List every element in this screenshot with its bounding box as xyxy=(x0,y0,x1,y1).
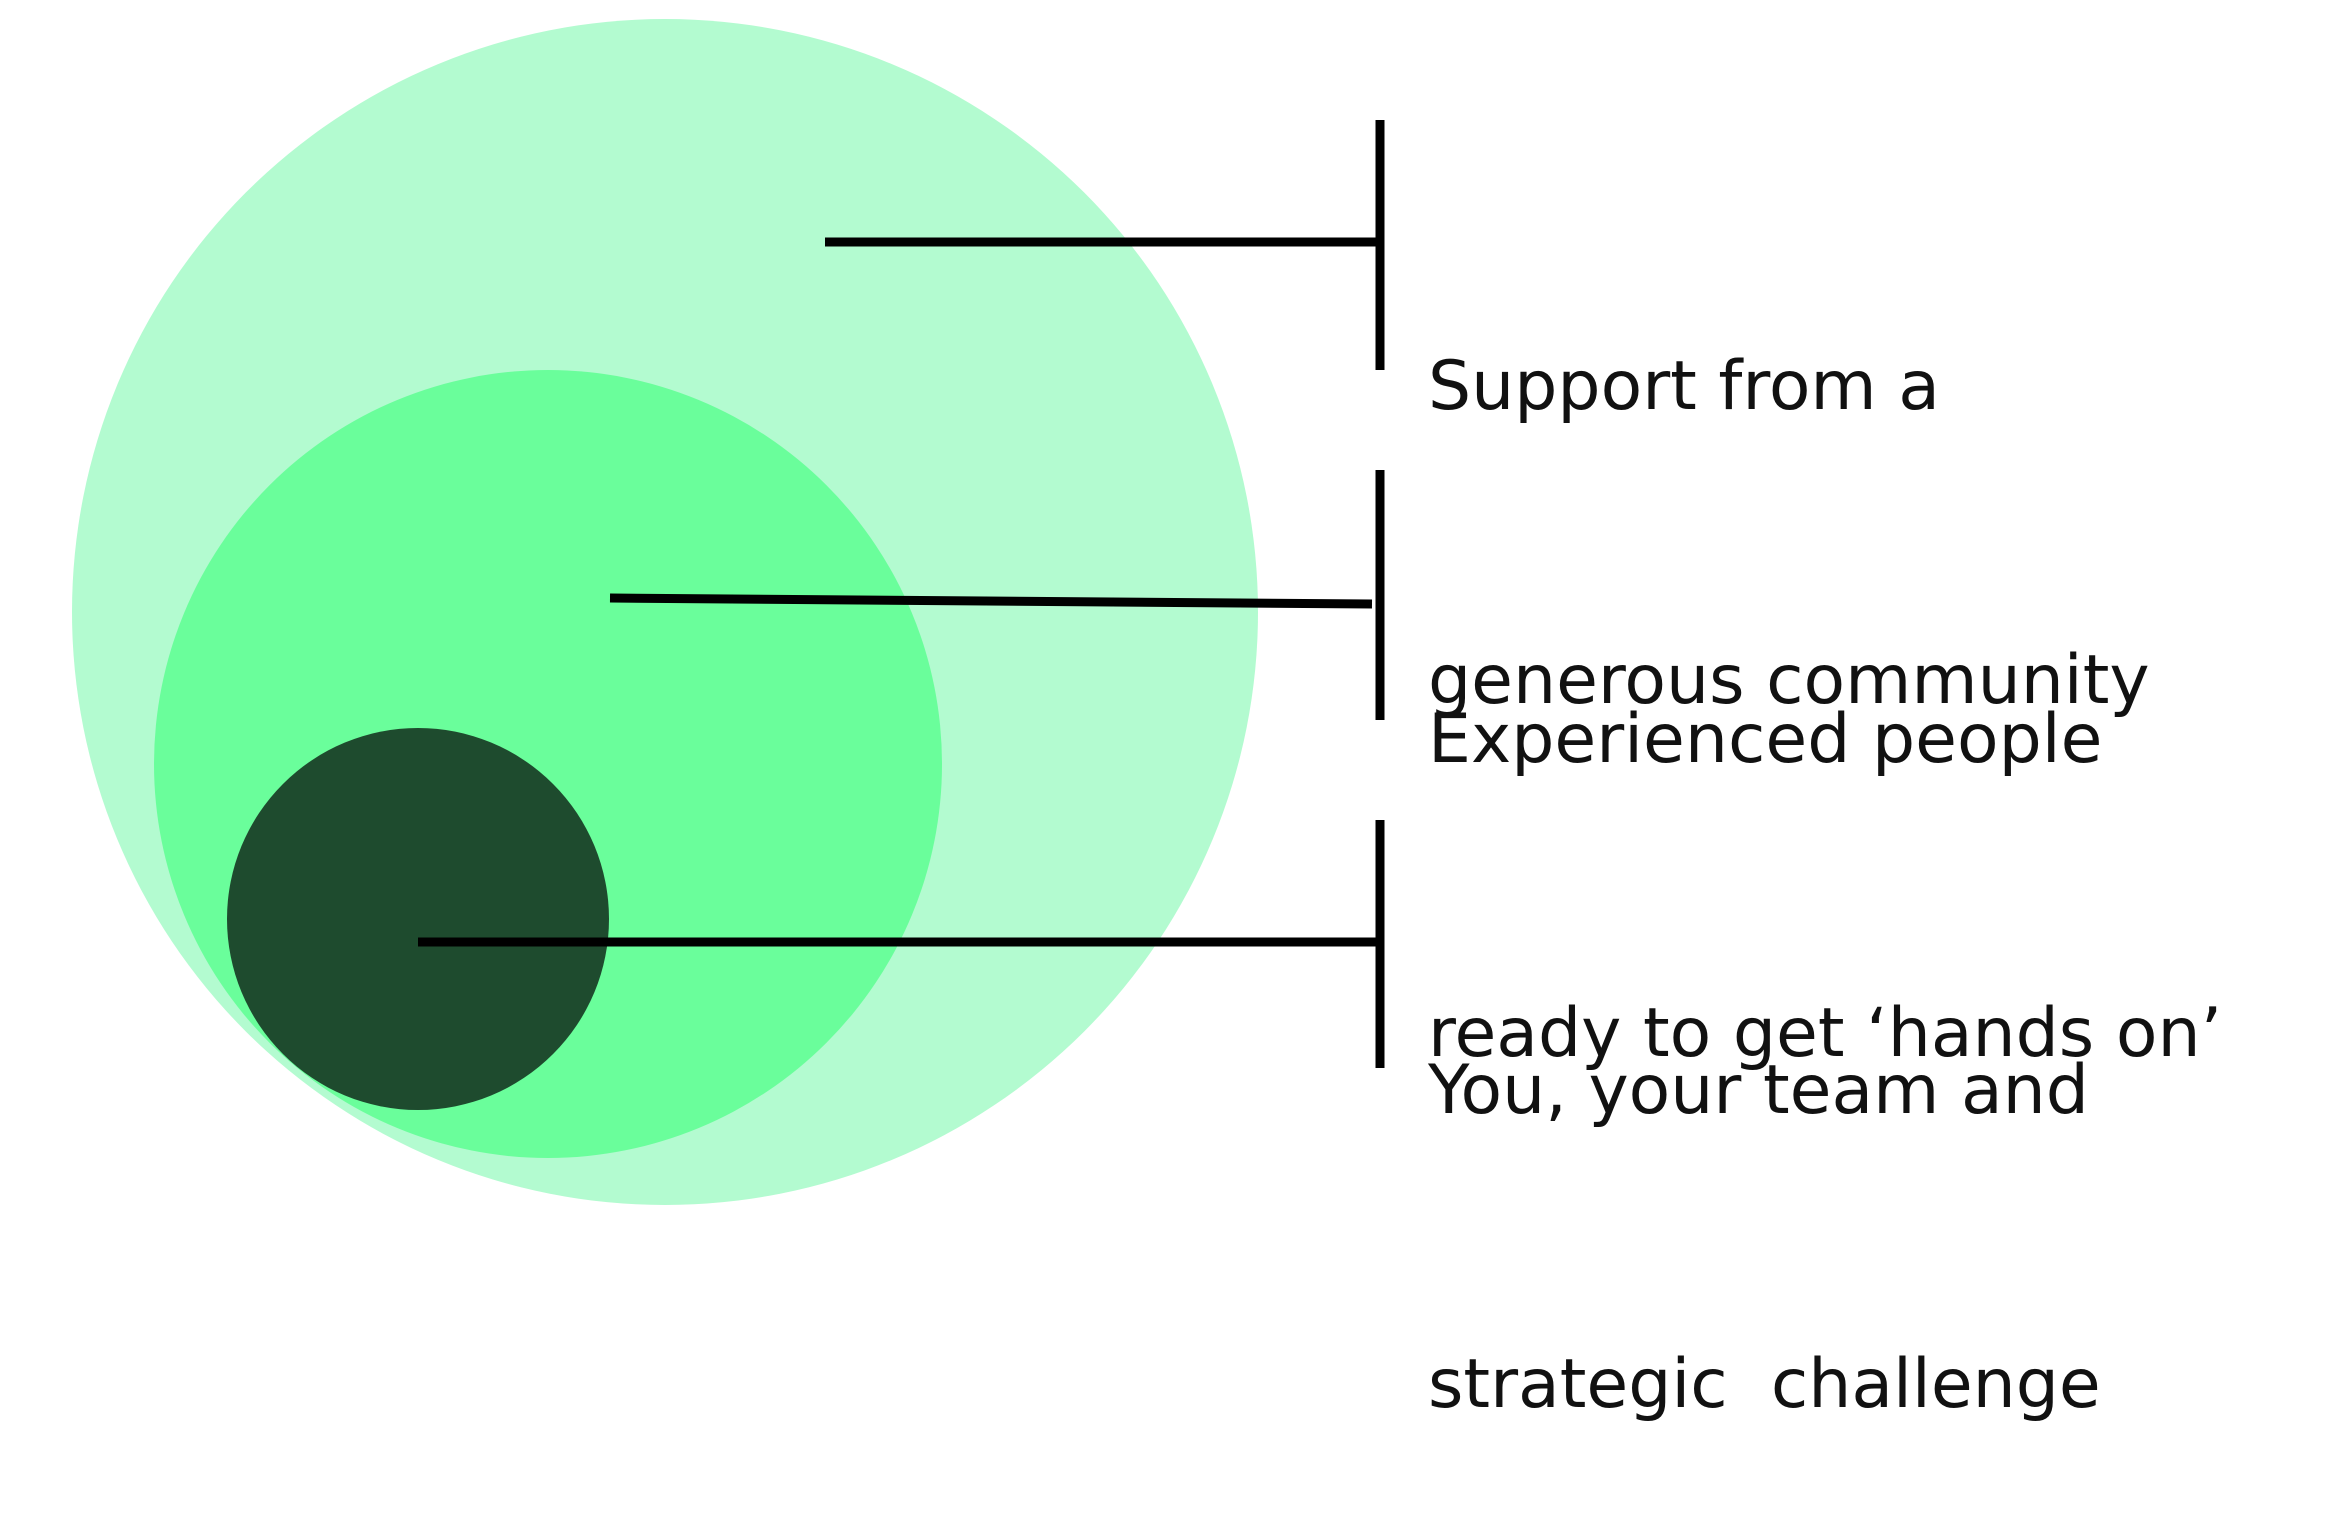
inner-circle-you-and-team xyxy=(227,728,609,1110)
label-experienced-people: Experienced people ready to get ‘hands o… xyxy=(1428,495,2308,1181)
label-line: You, your team and xyxy=(1428,1051,2089,1130)
connector-line-middle xyxy=(609,593,1373,609)
label-line: generous community xyxy=(1428,641,2150,720)
label-line: Support from a xyxy=(1428,347,1940,426)
label-line: ready to get ‘hands on’ xyxy=(1428,994,2223,1073)
label-line: Experienced people xyxy=(1428,700,2103,779)
nested-circles-diagram xyxy=(72,19,1385,1205)
label-community-support: Support from a generous community xyxy=(1428,142,2308,828)
label-you-and-team: You, your team and strategic challenge xyxy=(1428,846,2308,1532)
label-line: strategic challenge xyxy=(1428,1345,2101,1424)
